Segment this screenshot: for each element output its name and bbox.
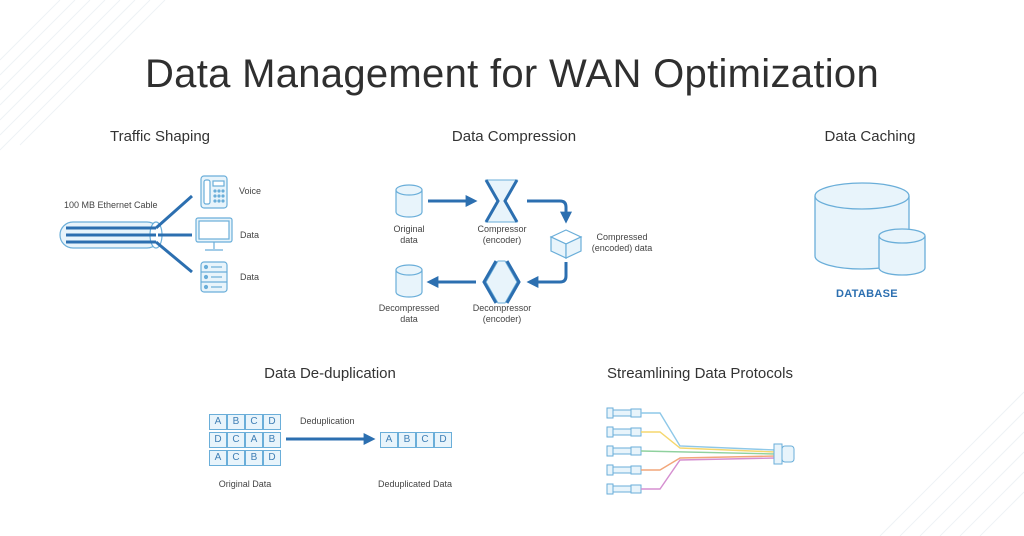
voice-label: Voice [239,186,262,196]
fiber-connectors-icon [606,407,795,495]
arrow-to-compressed [527,199,572,224]
database-label: DATABASE [836,288,898,300]
server-icon [200,261,228,293]
page-title: Data Management for WAN Optimization [144,52,880,96]
traffic-shaping-title: Traffic Shaping [109,128,211,145]
result-cell: B [398,432,416,448]
original-data-caption: Original Data [218,479,272,489]
result-cell: D [434,432,452,448]
arrow-to-decompressor [526,262,568,288]
compressed-label: Compressed(encoded) data [591,232,653,253]
deduplicated-data-caption: Deduplicated Data [377,479,453,489]
database-small-icon [878,228,926,276]
decompressor-icon [482,260,521,304]
data-caching-title: Data Caching [824,128,916,145]
dedup-arrow-label: Deduplication [300,416,355,426]
streamlining-protocols-title: Streamlining Data Protocols [607,365,793,382]
grid-cell: A [209,450,227,466]
data-compression-title: Data Compression [451,128,577,145]
data-dedup-title: Data De-duplication [264,365,396,382]
cable-label: 100 MB Ethernet Cable [64,200,158,210]
grid-cell: D [263,450,281,466]
grid-cell: D [209,432,227,448]
decompressor-label: Decompressor(encoder) [472,303,532,324]
grid-cell: C [227,432,245,448]
grid-cell: C [245,414,263,430]
grid-cell: B [245,450,263,466]
ethernet-cable-icon [59,221,163,249]
grid-cell: B [263,432,281,448]
grid-cell: D [263,414,281,430]
compressor-label: Compressor(encoder) [477,224,527,245]
decompressed-data-cylinder-icon [395,264,423,298]
grid-cell: A [245,432,263,448]
grid-cell: B [227,414,245,430]
grid-cell: A [209,414,227,430]
result-cell: A [380,432,398,448]
compressor-icon [484,179,519,223]
compressed-cube-icon [549,229,583,259]
data-label-1: Data [240,230,260,240]
monitor-icon [195,217,233,251]
original-data-cylinder-icon [395,184,423,218]
result-cell: C [416,432,434,448]
data-label-2: Data [240,272,260,282]
phone-icon [200,175,228,209]
traffic-split-lines [155,194,193,274]
grid-cell: C [227,450,245,466]
